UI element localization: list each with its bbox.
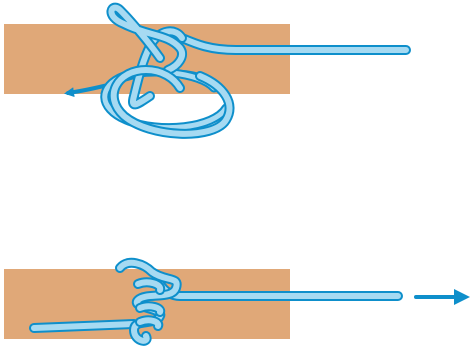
pull-direction-right-arrow (414, 289, 470, 305)
rope-tight-coils (115, 257, 182, 346)
step-1-panel (4, 2, 411, 139)
rope-working-loop (108, 65, 235, 139)
rope-tail-end (29, 319, 139, 333)
step-2-panel (4, 257, 470, 346)
